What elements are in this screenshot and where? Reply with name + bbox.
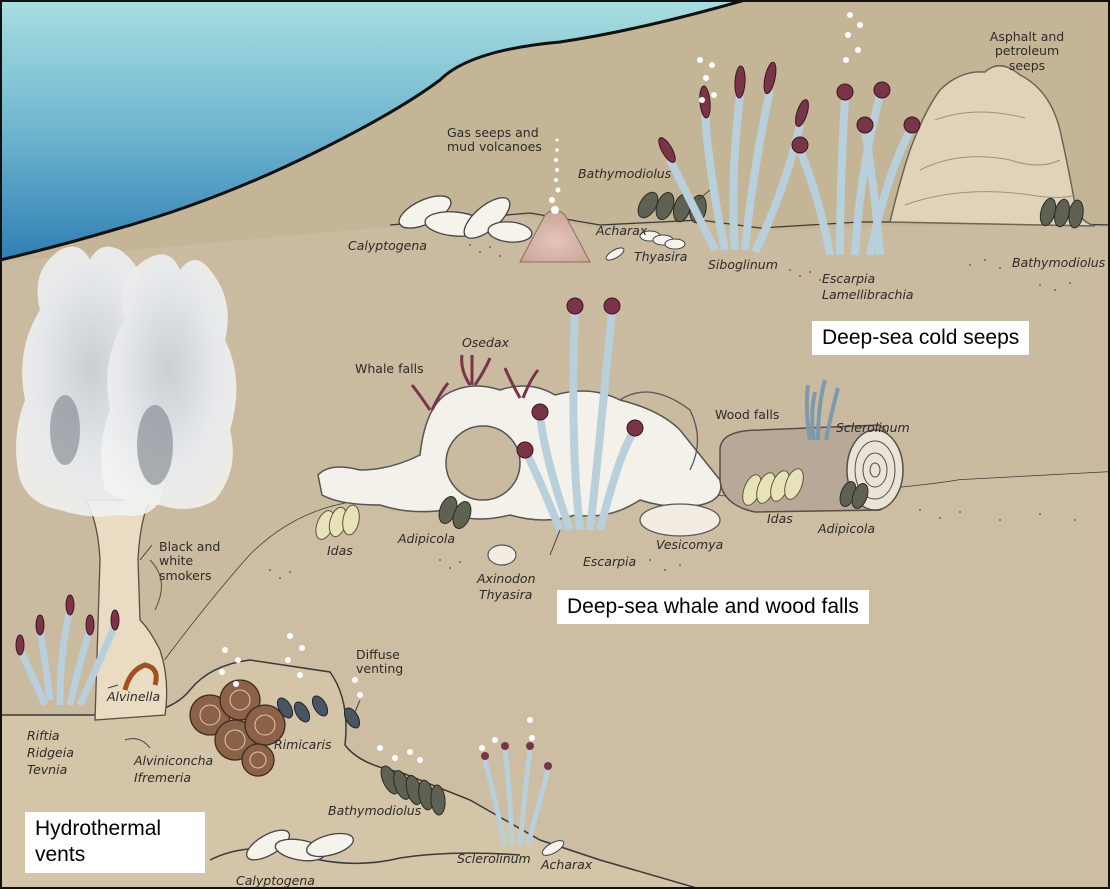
region-label-whale-wood-falls: Deep-sea whale and wood falls (557, 590, 869, 624)
label-diffuse-venting: Diffuse venting (356, 648, 416, 677)
label-wood-falls: Wood falls (715, 408, 779, 422)
label-escarpia-mid: Escarpia (583, 555, 636, 569)
label-adipicola-right: Adipicola (818, 522, 875, 536)
label-gas-seeps: Gas seeps and mud volcanoes (447, 126, 557, 155)
label-escarpia-top: Escarpia (822, 272, 875, 286)
label-adipicola-left: Adipicola (398, 532, 455, 546)
label-rimicaris: Rimicaris (274, 738, 331, 752)
label-osedax: Osedax (462, 336, 509, 350)
axinodon-shell (488, 545, 516, 565)
label-whale-falls: Whale falls (355, 362, 424, 376)
label-idas-left: Idas (327, 544, 353, 558)
label-ridgeia: Ridgeia (27, 746, 74, 760)
label-sclerolinum-bottom: Sclerolinum (457, 852, 531, 866)
label-calyptogena-top: Calyptogena (348, 239, 427, 253)
label-lamellibrachia: Lamellibrachia (822, 288, 914, 302)
region-label-cold-seeps: Deep-sea cold seeps (812, 321, 1029, 355)
label-vesicomya: Vesicomya (656, 538, 723, 552)
label-sclerolinum-wood: Sclerolinum (836, 421, 910, 435)
label-thyasira-mid: Thyasira (479, 588, 532, 602)
smoke-plume (16, 247, 236, 517)
label-bathymodiolus-bottom: Bathymodiolus (328, 804, 421, 818)
label-ifremeria: Ifremeria (134, 771, 191, 785)
label-idas-right: Idas (767, 512, 793, 526)
label-acharax-bottom: Acharax (541, 858, 592, 872)
label-axinodon: Axinodon (477, 572, 536, 586)
label-calyptogena-bottom: Calyptogena (236, 874, 315, 888)
label-riftia: Riftia (27, 729, 60, 743)
label-siboglinum: Siboglinum (708, 258, 778, 272)
label-alvinella: Alvinella (107, 690, 160, 704)
label-bathymodiolus-right: Bathymodiolus (1012, 256, 1105, 270)
label-asphalt: Asphalt and petroleum seeps (978, 30, 1076, 73)
label-acharax-top: Acharax (596, 224, 647, 238)
label-alviniconcha: Alviniconcha (134, 754, 213, 768)
label-thyasira-top: Thyasira (634, 250, 687, 264)
region-label-hydrothermal-vents: Hydrothermal vents (25, 812, 205, 873)
label-bathymodiolus-top: Bathymodiolus (578, 167, 671, 181)
label-tevnia: Tevnia (27, 763, 67, 777)
label-black-white-smokers: Black and white smokers (159, 540, 239, 583)
